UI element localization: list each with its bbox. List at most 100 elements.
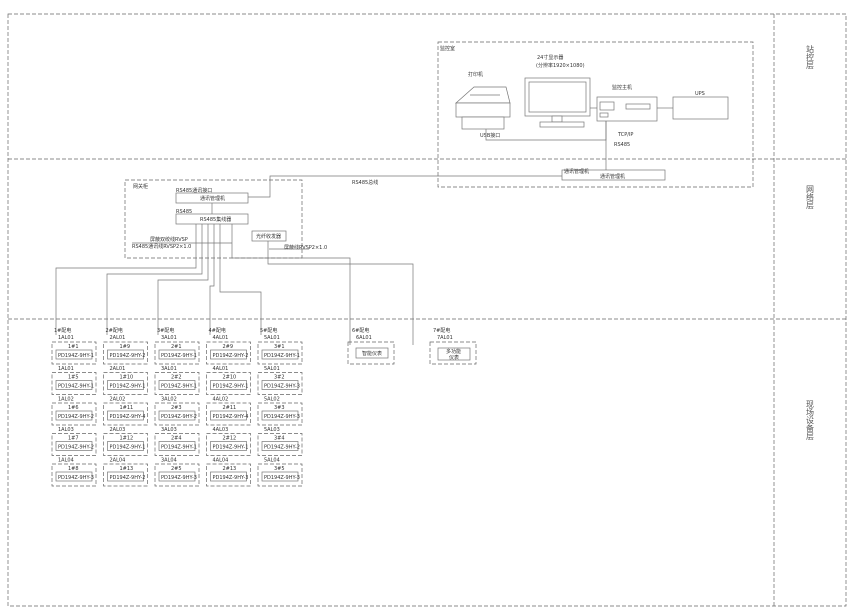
route-line-7 [267, 241, 414, 345]
ups-label: UPS [695, 91, 705, 97]
meter-model: PD194Z-9HY-2 [110, 353, 146, 359]
meter-unit [51, 402, 97, 426]
meter-box [55, 410, 93, 421]
meter-box [107, 441, 144, 451]
unit-code: 3AL01 [161, 366, 177, 372]
cabinet-code: 5AL01 [264, 335, 280, 341]
route-line [231, 224, 351, 345]
gateway-top-small: RS485通讯接口 [176, 187, 212, 194]
meter-name: 3#4 [274, 436, 285, 442]
meter-name: 1#7 [68, 436, 79, 442]
cabinet-column: 2#配电2AL011#9PD194Z-9HY-22AL011#10PD194Z-… [103, 327, 148, 487]
meter-box [55, 380, 93, 390]
meter-unit [51, 341, 97, 365]
monitor-sub-label: (分辨率1920×1080) [536, 62, 585, 69]
meter-model: PD194Z-9HY-4 [110, 414, 146, 420]
meter-box [107, 349, 144, 360]
meter-model: PD194Z-9HY-1 [213, 445, 249, 451]
extra-device-label: 多功能 [446, 348, 461, 355]
meter-name: 3#3 [274, 405, 285, 411]
meter-name: 2#3 [171, 405, 182, 411]
extra-cabinet-code: 7AL01 [437, 335, 453, 341]
link-label-tcp: TCP/IP [617, 132, 633, 138]
meter-unit [51, 433, 97, 456]
meter-model: PD194Z-9HY-1 [161, 445, 197, 451]
meter-box [55, 441, 93, 451]
meter-unit [206, 372, 251, 395]
meter-unit [257, 463, 303, 487]
meter-name: 2#12 [223, 436, 237, 442]
bus-label: RS485总线 [352, 179, 378, 186]
meter-unit [154, 341, 200, 365]
meter-model: PD194Z-9HY-2 [58, 445, 94, 451]
meter-name: 2#9 [223, 344, 234, 350]
meter-name: 1#13 [120, 466, 134, 472]
printer-port-label: USB接口 [480, 132, 500, 139]
cabinet-column: 1#配电1AL011#1PD194Z-9HY-11AL011#5PD194Z-9… [51, 327, 97, 487]
unit-code: 5AL02 [264, 397, 280, 403]
unit-code: 2AL02 [110, 397, 126, 403]
gateway-mid-small: RS485 [176, 209, 192, 215]
cabinet-title: 1#配电 [54, 327, 71, 334]
meter-box [210, 380, 247, 390]
meter-model: PD194Z-9HY-3 [264, 414, 300, 420]
meter-unit [257, 433, 303, 456]
printer-label: 打印机 [468, 71, 483, 78]
meter-name: 2#1 [171, 344, 182, 350]
printer-icon [455, 86, 511, 130]
monitoring-room-label: 监控室 [440, 45, 455, 52]
extra-cabinet-title: 7#配电 [433, 327, 450, 334]
comm-manager-small: 通讯管理机 [564, 168, 589, 175]
monitor-label: 24寸显示器 [537, 54, 563, 61]
meter-name: 2#2 [171, 375, 182, 381]
unit-code: 3AL03 [161, 427, 177, 433]
meter-unit [103, 402, 148, 426]
unit-code: 5AL04 [264, 458, 280, 464]
ups-icon [672, 96, 729, 120]
meter-unit [257, 372, 303, 395]
zone-label-top: 站控层 [806, 44, 815, 70]
unit-code: 4AL01 [213, 366, 229, 372]
zone-label-middle: 网络层 [806, 185, 815, 210]
meter-box [107, 410, 144, 421]
meter-name: 2#4 [171, 436, 182, 442]
route-line [219, 224, 262, 335]
monitoring-room-group [437, 41, 754, 188]
meter-model: PD194Z-9HY-1 [58, 384, 94, 390]
meter-model: PD194Z-9HY-3 [213, 475, 249, 481]
meter-box [107, 471, 144, 482]
gateway-group [124, 179, 303, 259]
meter-model: PD194Z-9HY-3 [58, 475, 94, 481]
meter-model: PD194Z-9HY-1 [213, 384, 249, 390]
meter-name: 1#6 [68, 405, 79, 411]
meter-model: PD194Z-9HY-2 [58, 414, 94, 420]
cabinet-code: 1AL01 [58, 335, 74, 341]
unit-code: 1AL01 [58, 366, 74, 372]
cabinet-title: 2#配电 [106, 327, 123, 334]
meter-name: 3#1 [274, 344, 285, 350]
meter-box [210, 441, 247, 451]
meter-name: 1#11 [120, 405, 134, 411]
meter-unit [103, 463, 148, 487]
cabinet-title: 5#配电 [260, 327, 277, 334]
cabinet-code: 2AL01 [110, 335, 126, 341]
fiber-transceiver-label: 光纤收发器 [256, 233, 281, 240]
unit-code: 1AL04 [58, 458, 74, 464]
meter-unit [51, 463, 97, 487]
meter-name: 2#10 [223, 375, 237, 381]
meter-box [261, 410, 299, 421]
unit-code: 1AL03 [58, 427, 74, 433]
meter-box [158, 471, 196, 482]
outer-frame [7, 13, 847, 607]
unit-code: 4AL02 [213, 397, 229, 403]
meter-model: PD194Z-9HY-3 [161, 475, 197, 481]
meter-unit [206, 402, 251, 426]
meter-unit [103, 433, 148, 456]
meter-model: PD194Z-9HY-1 [264, 353, 300, 359]
meter-name: 1#8 [68, 466, 79, 472]
comm-manager-box [561, 169, 666, 181]
cabinet-groups: 1#配电1AL011#1PD194Z-9HY-11AL011#5PD194Z-9… [51, 327, 303, 487]
route-line [209, 224, 215, 335]
meter-box [107, 380, 144, 390]
